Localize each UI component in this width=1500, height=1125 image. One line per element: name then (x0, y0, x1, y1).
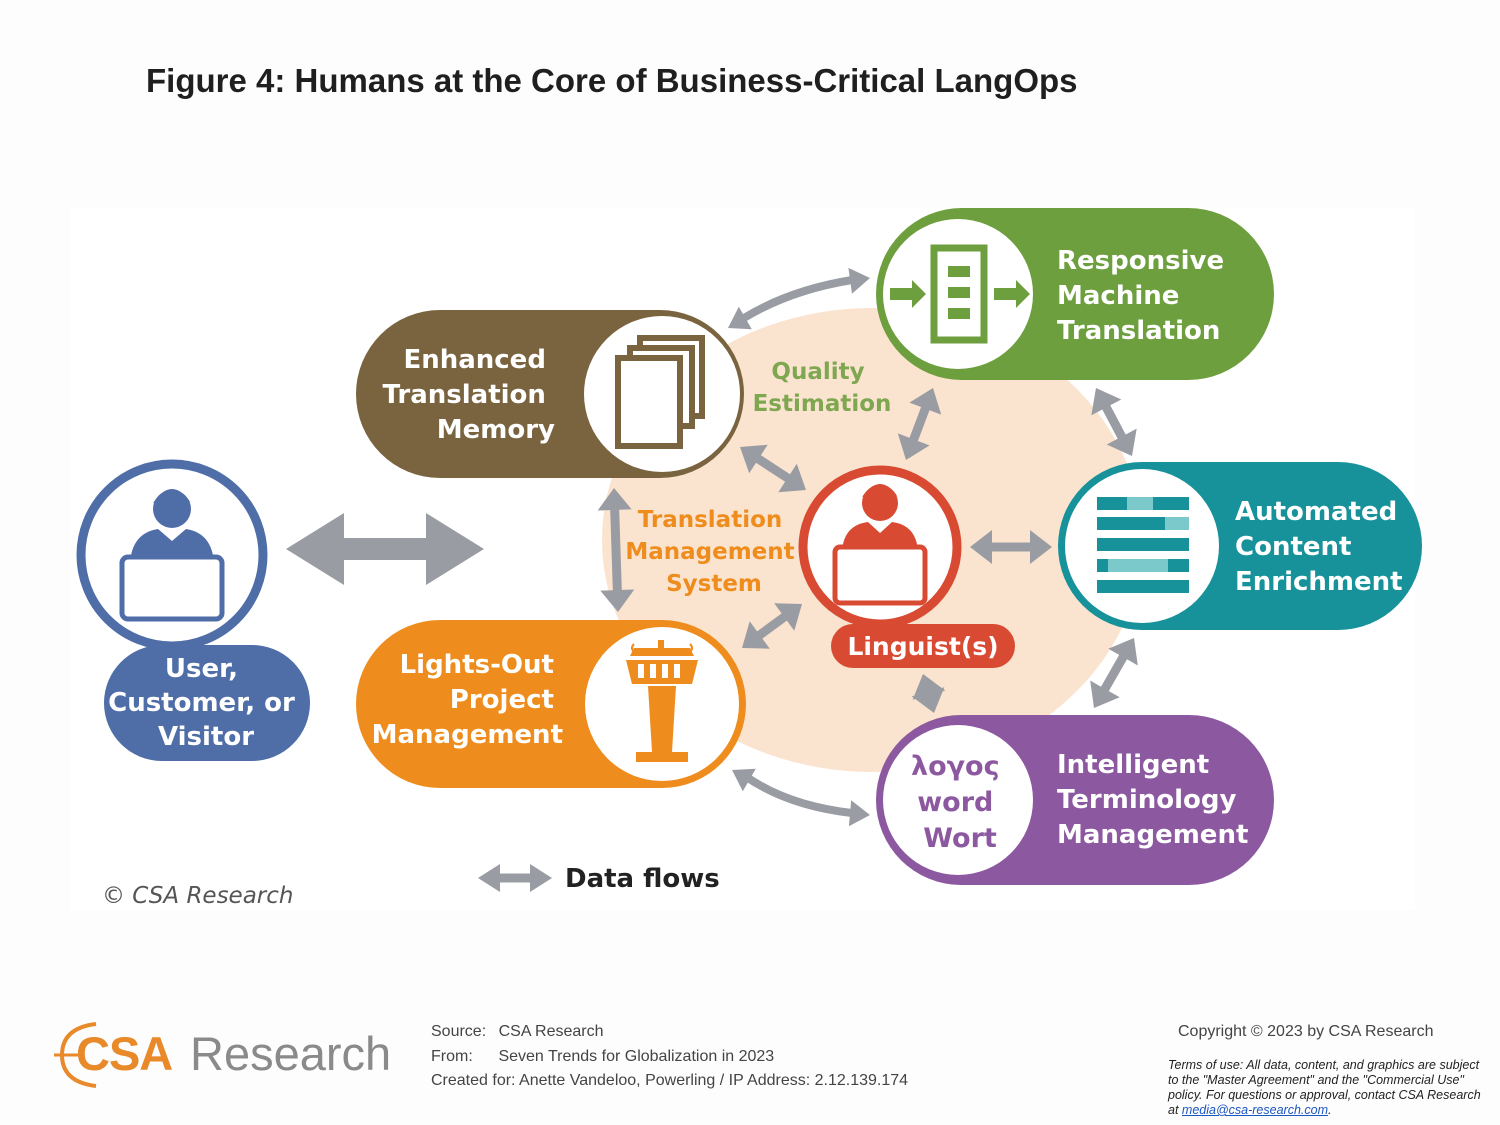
linguist-label: Linguist(s) (847, 632, 998, 661)
lopm-itm-arrow-head (848, 800, 870, 827)
csa-research-logo: CSA Research (52, 1020, 392, 1090)
copyright-notice: Copyright © 2023 by CSA Research (1178, 1023, 1434, 1040)
etm-rmt-arrow-head (728, 306, 752, 330)
data-flow-arrows (286, 267, 1138, 827)
linguist-label-pill (831, 624, 1015, 668)
etm-label: Enhanced Translation Memory (383, 345, 556, 445)
csa-copyright-mark: © CSA Research (102, 883, 293, 909)
stacked-documents-icon (615, 335, 705, 449)
user-label-pill (104, 645, 310, 761)
legend: Data flows (478, 864, 720, 894)
terms-of-use: Terms of use: All data, content, and gra… (1168, 1058, 1490, 1118)
control-tower-icon (626, 640, 698, 762)
etm-rmt-arrow (741, 276, 853, 322)
terms-end: . (1328, 1103, 1332, 1117)
lopm-itm-arrow (745, 774, 853, 817)
source-value: CSA Research (498, 1023, 604, 1040)
lopm-node: Lights-Out Project Management (356, 620, 746, 788)
terms-icon: λογος word Wort (911, 751, 1009, 854)
from-line: From: Seven Trends for Globalization in … (431, 1048, 774, 1066)
lopm-linguist-arrow (742, 603, 802, 649)
user-flow-arrow (286, 513, 484, 585)
linguist-node: Linguist(s) (798, 465, 1015, 668)
created-line: Created for: Anette Vandeloo, Powerling … (431, 1072, 908, 1090)
etm-linguist-arrow (740, 444, 806, 493)
terms-email-link[interactable]: media@csa-research.com (1181, 1103, 1328, 1117)
created-value: Anette Vandeloo, Powerling / IP Address:… (519, 1072, 909, 1089)
logo-csa-text: CSA (76, 1027, 173, 1080)
linguist-ace-arrow (970, 530, 1052, 564)
legend-arrow (478, 864, 552, 892)
rmt-ace-arrow (1091, 388, 1137, 456)
from-label: From: (431, 1048, 473, 1065)
rmt-node: Responsive Machine Translation (876, 208, 1274, 380)
ace-itm-arrow (1090, 638, 1138, 708)
logo-swoosh-icon (54, 1022, 97, 1088)
from-value: Seven Trends for Globalization in 2023 (498, 1048, 775, 1065)
itm-node: λογος word Wort Intelligent Terminology … (876, 715, 1274, 885)
quality-estimation-label: Quality Estimation (753, 359, 892, 417)
user-label: User, Customer, or Visitor (108, 654, 304, 752)
itm-circle (883, 725, 1033, 875)
lopm-itm-arrow-head (732, 768, 756, 792)
tms-label: Translation Management System (625, 507, 802, 597)
legend-arrow-shape (478, 864, 552, 892)
linguist-itm-arrow (911, 674, 946, 713)
etm-lopm-arrow (597, 488, 635, 612)
person-at-laptop-icon (119, 489, 225, 622)
content-bars-icon (1097, 497, 1189, 593)
rmt-linguist-arrow (897, 388, 942, 460)
person-at-laptop-icon (832, 484, 928, 606)
user-node: User, Customer, or Visitor (76, 459, 310, 761)
logo-research-text: Research (190, 1027, 392, 1080)
created-label: Created for: (431, 1072, 516, 1089)
document-arrows-icon (890, 244, 1030, 344)
legend-label: Data flows (565, 864, 720, 894)
source-label: Source: (431, 1023, 487, 1040)
source-line: Source: CSA Research (431, 1023, 604, 1041)
figure-title: Figure 4: Humans at the Core of Business… (146, 62, 1078, 99)
etm-rmt-arrow-head (848, 267, 870, 294)
terms-text: Terms of use: All data, content, and gra… (1168, 1058, 1481, 1117)
etm-node: Enhanced Translation Memory (356, 310, 744, 478)
rmt-label: Responsive Machine Translation (1057, 246, 1233, 346)
lopm-label: Lights-Out Project Management (372, 650, 563, 750)
ace-label: Automated Content Enrichment (1235, 497, 1406, 597)
ace-node: Automated Content Enrichment (1058, 462, 1422, 630)
itm-label: Intelligent Terminology Management (1057, 750, 1248, 850)
